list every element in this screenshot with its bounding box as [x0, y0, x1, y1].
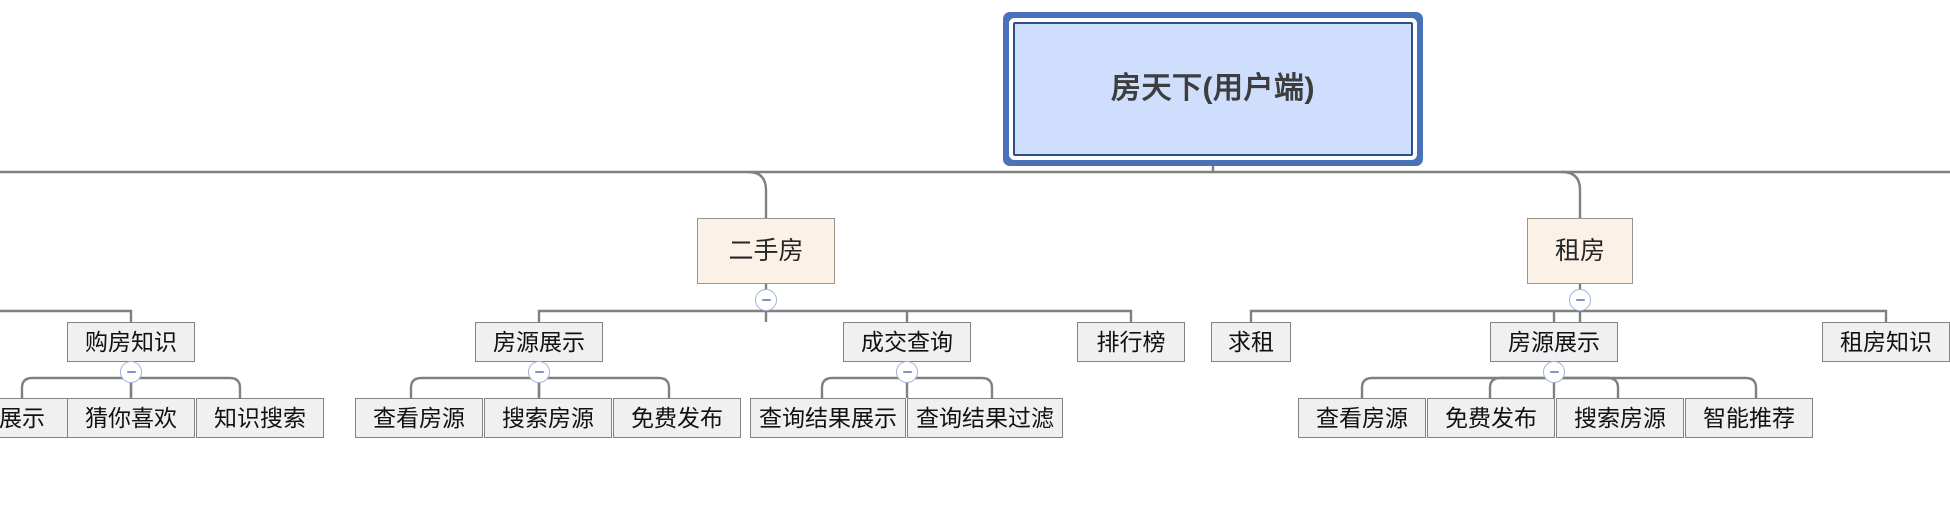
- wire-goufang-leaf3: [131, 376, 242, 398]
- wire-goufang-leaf1: [20, 376, 131, 398]
- node-zhishisousuo[interactable]: 知识搜索: [196, 398, 324, 438]
- wire-fyzs-l-leaf1: [409, 376, 539, 398]
- node-fangyuanzhanshi-left[interactable]: 房源展示: [475, 322, 603, 362]
- minus-icon: [126, 371, 136, 373]
- node-qiuzu[interactable]: 求租: [1211, 322, 1291, 362]
- node-chakanfangyuan-left-label: 查看房源: [373, 404, 465, 431]
- node-mianfeifabu-left-label: 免费发布: [631, 404, 723, 431]
- root-node-label: 房天下(用户端): [1111, 72, 1315, 105]
- node-zhishisousuo-label: 知识搜索: [214, 404, 306, 431]
- node-zhinengtuijian-label: 智能推荐: [1703, 404, 1795, 431]
- minus-icon: [902, 371, 912, 373]
- node-zufangzhishi-label: 租房知识: [1840, 328, 1932, 355]
- node-zhanshi-clipped[interactable]: 展示: [0, 398, 76, 438]
- node-chengjiaochaxun[interactable]: 成交查询: [843, 322, 971, 362]
- node-sousuofangyuan-right-label: 搜索房源: [1574, 404, 1666, 431]
- node-ershoufang-label: 二手房: [728, 236, 804, 265]
- node-chaxunjieguozhanshi-label: 查询结果展示: [759, 404, 897, 431]
- collapse-toggle-goufangzhishi[interactable]: [120, 361, 142, 383]
- node-zufang[interactable]: 租房: [1527, 218, 1633, 284]
- wire-cjcx-leaf1: [820, 376, 907, 398]
- node-zhanshi-clipped-label: 展示: [0, 404, 45, 431]
- wire-bus-ershoufang-children: [537, 309, 1133, 322]
- node-goufangzhishi-label: 购房知识: [85, 328, 177, 355]
- node-mianfeifabu-right[interactable]: 免费发布: [1427, 398, 1555, 438]
- node-sousuofangyuan-left-label: 搜索房源: [502, 404, 594, 431]
- collapse-toggle-zufang[interactable]: [1569, 289, 1591, 311]
- collapse-toggle-ershoufang[interactable]: [755, 289, 777, 311]
- node-fangyuanzhanshi-right-label: 房源展示: [1508, 328, 1600, 355]
- minus-icon: [1549, 371, 1559, 373]
- collapse-toggle-fangyuanzhanshi-right[interactable]: [1543, 361, 1565, 383]
- node-sousuofangyuan-right[interactable]: 搜索房源: [1556, 398, 1684, 438]
- node-chakanfangyuan-right[interactable]: 查看房源: [1298, 398, 1426, 438]
- node-chakanfangyuan-left[interactable]: 查看房源: [355, 398, 483, 438]
- node-chaxunjieguoguolv-label: 查询结果过滤: [916, 404, 1054, 431]
- root-node-fangtianxia[interactable]: 房天下(用户端): [1013, 22, 1413, 156]
- node-zufangzhishi[interactable]: 租房知识: [1822, 322, 1950, 362]
- node-chaxunjieguozhanshi[interactable]: 查询结果展示: [750, 398, 906, 438]
- wire-elbow-ershoufang: [747, 170, 768, 218]
- wire-bus-offscreen-left: [0, 309, 133, 322]
- wire-fyzs-l-leaf3: [539, 376, 671, 398]
- node-cainixihuan[interactable]: 猜你喜欢: [67, 398, 195, 438]
- node-fangyuanzhanshi-right[interactable]: 房源展示: [1490, 322, 1618, 362]
- collapse-toggle-chengjiaochaxun[interactable]: [896, 361, 918, 383]
- wire-bus-zufang-children: [1249, 309, 1888, 322]
- node-chengjiaochaxun-label: 成交查询: [861, 328, 953, 355]
- minus-icon: [1575, 299, 1585, 301]
- node-chaxunjieguoguolv[interactable]: 查询结果过滤: [907, 398, 1063, 438]
- node-chakanfangyuan-right-label: 查看房源: [1316, 404, 1408, 431]
- node-zhinengtuijian[interactable]: 智能推荐: [1685, 398, 1813, 438]
- node-paihangbang-label: 排行榜: [1096, 328, 1166, 355]
- wire-cjcx-leaf2: [907, 376, 994, 398]
- wire-fyzs-r-leaf1: [1360, 376, 1554, 398]
- node-ershoufang[interactable]: 二手房: [697, 218, 835, 284]
- node-zufang-label: 租房: [1554, 236, 1605, 265]
- minus-icon: [534, 371, 544, 373]
- wire-fyzs-r-leaf3: [1554, 376, 1620, 398]
- node-fangyuanzhanshi-left-label: 房源展示: [493, 328, 585, 355]
- node-mianfeifabu-right-label: 免费发布: [1445, 404, 1537, 431]
- wire-elbow-zufang: [1561, 170, 1582, 218]
- collapse-toggle-fangyuanzhanshi-left[interactable]: [528, 361, 550, 383]
- node-qiuzu-label: 求租: [1228, 328, 1274, 355]
- node-mianfeifabu-left[interactable]: 免费发布: [613, 398, 741, 438]
- minus-icon: [761, 299, 771, 301]
- node-paihangbang[interactable]: 排行榜: [1077, 322, 1185, 362]
- node-cainixihuan-label: 猜你喜欢: [85, 404, 177, 431]
- wire-fyzs-r-leaf4: [1554, 376, 1758, 398]
- node-sousuofangyuan-left[interactable]: 搜索房源: [484, 398, 612, 438]
- node-goufangzhishi[interactable]: 购房知识: [67, 322, 195, 362]
- wire-fyzs-r-leaf2: [1488, 376, 1554, 398]
